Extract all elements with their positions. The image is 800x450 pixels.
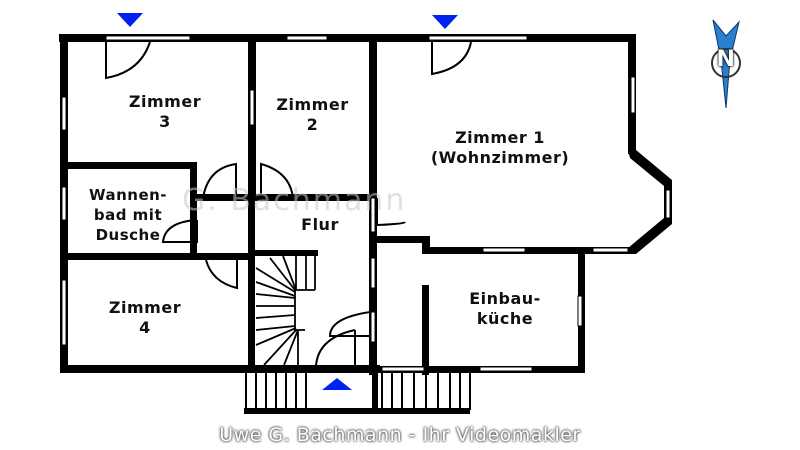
entrance-steps: [245, 372, 471, 410]
doors: [105, 41, 472, 367]
room-name: Flur: [301, 215, 339, 234]
windows: [61, 35, 671, 372]
room-name-line3: Dusche: [95, 226, 161, 244]
room-label-flur: Flur: [280, 215, 360, 235]
north-compass-icon: [711, 19, 741, 109]
compass-label: N: [716, 47, 736, 72]
room-name-line2: küche: [476, 309, 534, 328]
room-label-zimmer4: Zimmer 4: [80, 298, 210, 338]
room-name-line1: Wannen-: [88, 186, 168, 204]
room-number: 2: [306, 115, 319, 134]
room-name: Zimmer: [108, 298, 182, 317]
staircase: [255, 255, 316, 366]
entrance-marker: [322, 378, 352, 390]
room-subtitle: (Wohnzimmer): [430, 148, 570, 167]
view-marker-zimmer3: [117, 13, 143, 27]
footer-credit: Uwe G. Bachmann - Ihr Videomakler: [219, 424, 581, 446]
room-number: 3: [159, 112, 171, 131]
room-number: 4: [139, 318, 151, 337]
room-name: Zimmer: [276, 95, 349, 114]
room-name-line2: bad mit: [93, 206, 163, 224]
room-label-zimmer3: Zimmer 3: [100, 92, 230, 132]
room-label-zimmer1: Zimmer 1 (Wohnzimmer): [400, 128, 600, 168]
room-name: Zimmer: [128, 92, 202, 111]
room-name-line1: Einbau-: [469, 289, 541, 308]
room-label-kueche: Einbau- küche: [440, 289, 570, 329]
room-label-zimmer2: Zimmer 2: [256, 95, 369, 135]
room-label-bad: Wannen- bad mit Dusche: [66, 185, 190, 245]
view-marker-zimmer1: [432, 15, 458, 29]
room-name: Zimmer 1: [455, 128, 545, 147]
